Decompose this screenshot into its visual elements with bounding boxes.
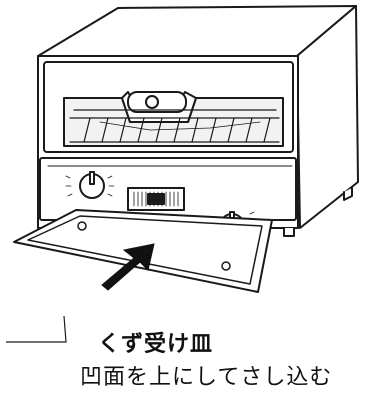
insert-direction-arrow	[101, 243, 155, 291]
oven-rack	[69, 109, 280, 143]
part-name-label: くず受け皿	[98, 332, 214, 357]
oven-foot-right	[283, 227, 295, 237]
instruction-label: 凹面を上にしてさし込む	[80, 365, 333, 390]
crumb-tray-inner	[27, 215, 263, 285]
oven-foot-back	[343, 187, 353, 201]
timer-scale	[65, 175, 115, 197]
handle-knob	[145, 95, 159, 109]
tray-hole-right	[221, 261, 231, 271]
label-leader-line	[6, 315, 67, 343]
tray-hole-left	[77, 221, 87, 231]
temperature-switch-slider	[147, 193, 165, 205]
timer-knob-pointer	[89, 171, 95, 185]
